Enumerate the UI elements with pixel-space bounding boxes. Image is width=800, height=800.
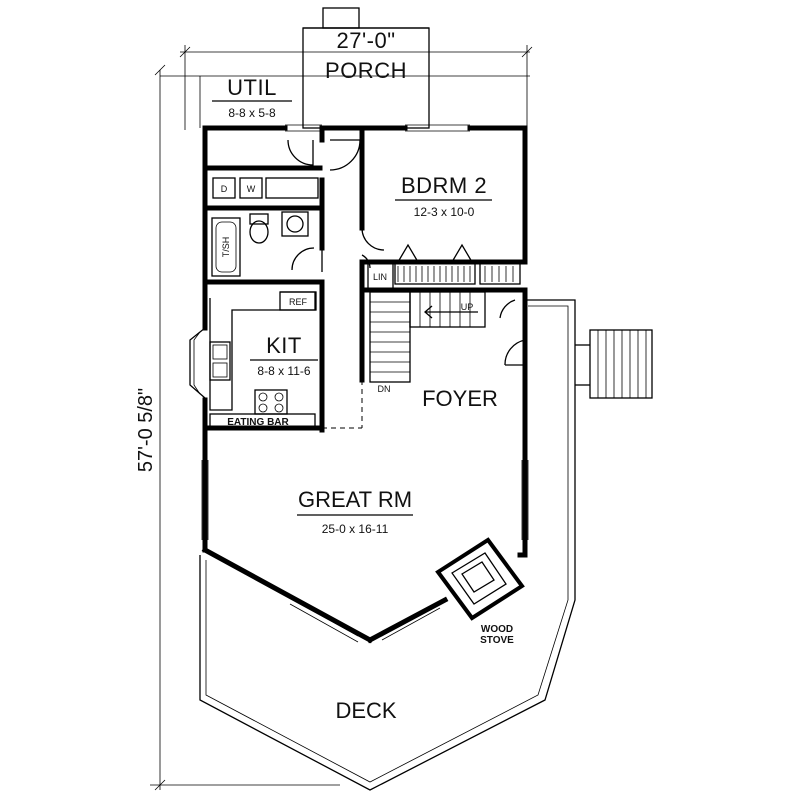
foyer-label: FOYER <box>422 386 498 411</box>
washer-label: W <box>247 184 256 194</box>
kit-label: KIT <box>266 333 302 358</box>
util-area <box>199 76 304 128</box>
linen-label: LIN <box>373 272 387 282</box>
doors <box>287 139 526 429</box>
wood-stove <box>435 537 525 621</box>
closets <box>367 243 521 291</box>
tub-shower-label: T/SH <box>221 237 231 258</box>
util-dims: 8-8 x 5-8 <box>228 106 276 120</box>
kitchen-fixtures <box>209 291 317 429</box>
deck-label: DECK <box>335 698 396 723</box>
bdrm2-dims: 12-3 x 10-0 <box>414 205 475 219</box>
great-rm-label: GREAT RM <box>298 487 412 512</box>
great-rm-dims: 25-0 x 16-11 <box>322 522 389 536</box>
deck <box>199 299 653 791</box>
util-label: UTIL <box>227 75 277 100</box>
dryer-label: D <box>221 184 228 194</box>
porch-width-label: 27'-0" <box>336 28 395 53</box>
dimension-lines <box>150 45 533 791</box>
util-fixtures <box>211 177 319 277</box>
windows <box>189 124 529 643</box>
eating-bar-label: EATING BAR <box>227 417 289 428</box>
refrigerator-label: REF <box>289 297 308 307</box>
kit-dims: 8-8 x 11-6 <box>257 364 310 378</box>
wood-stove-label-line1: WOOD <box>481 624 513 635</box>
stairs-up-label: UP <box>461 302 474 312</box>
walls <box>201 125 528 644</box>
bdrm2-label: BDRM 2 <box>401 173 487 198</box>
stairs <box>369 291 486 383</box>
porch-label: PORCH <box>325 58 407 83</box>
overall-height-label: 57'-0 5/8" <box>135 388 157 472</box>
stairs-down-label: DN <box>378 384 391 394</box>
wood-stove-label-line2: STOVE <box>480 635 514 646</box>
